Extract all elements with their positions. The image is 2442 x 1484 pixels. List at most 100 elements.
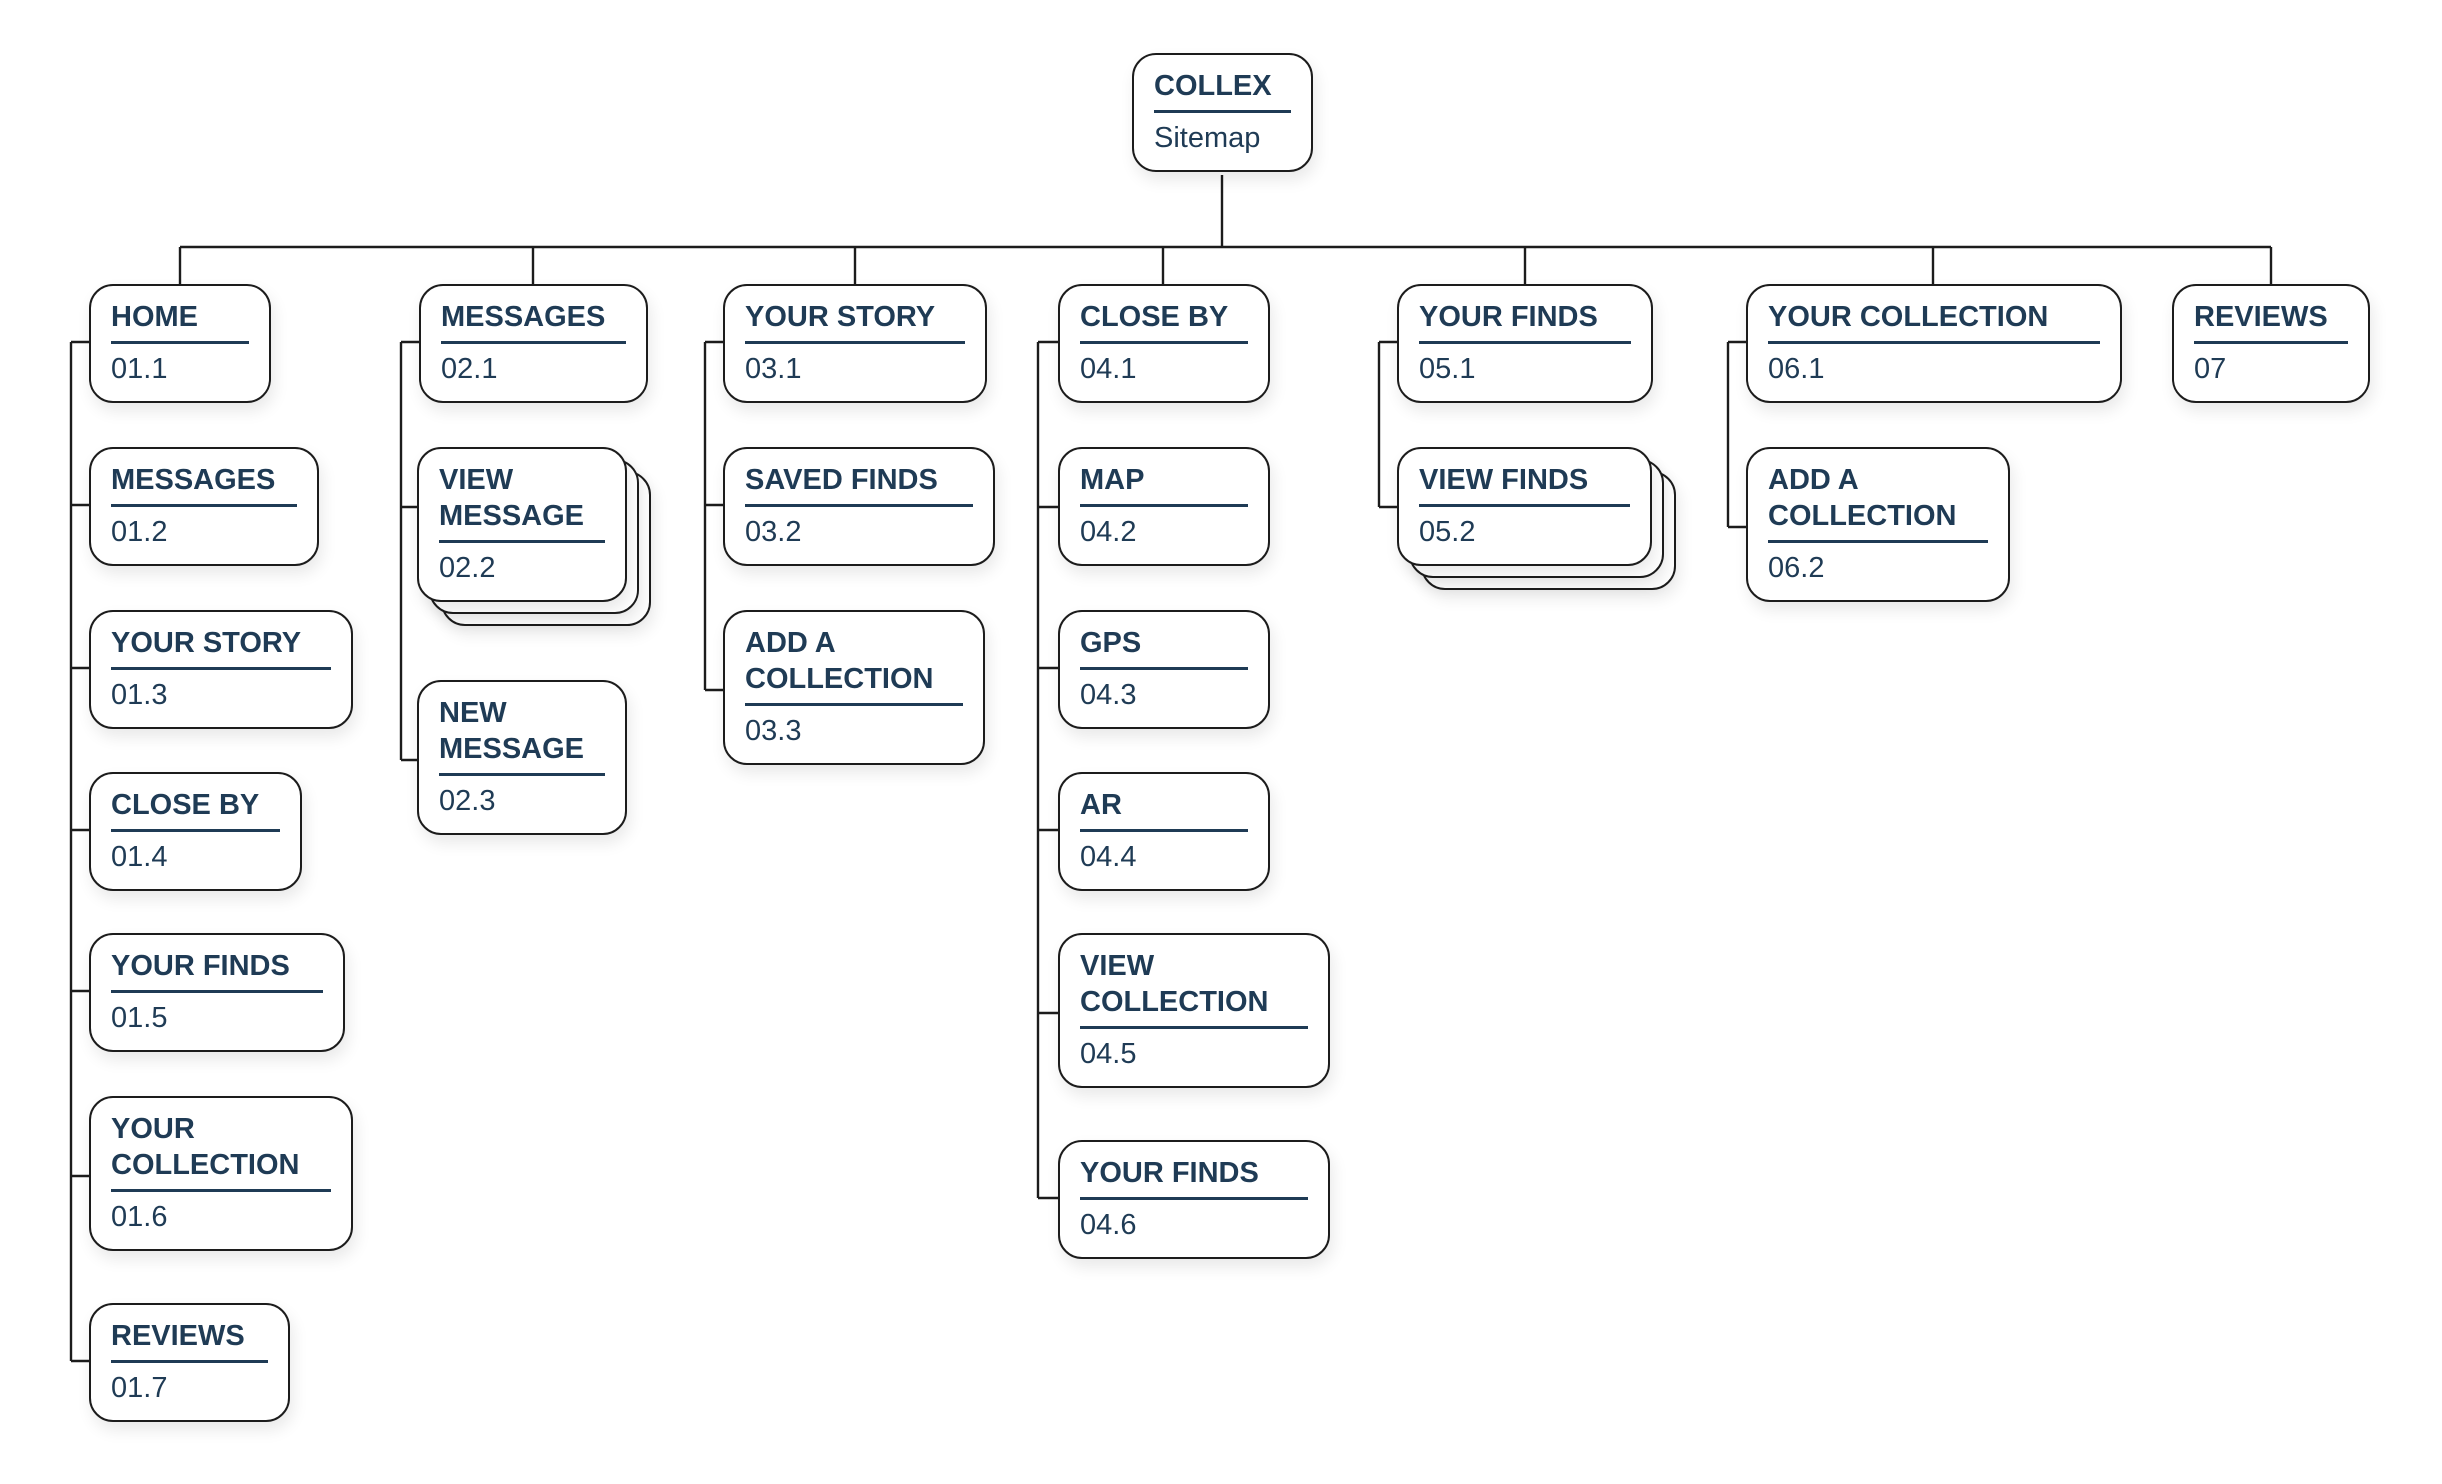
node-title: MESSAGES bbox=[441, 301, 606, 333]
node-number: 06.1 bbox=[1768, 353, 1825, 385]
node-04-5: VIEW COLLECTION 04.5 bbox=[1058, 933, 1330, 1088]
node-number: 04.5 bbox=[1080, 1038, 1137, 1070]
node-number: 04.1 bbox=[1080, 353, 1137, 385]
node-title: HOME bbox=[111, 301, 198, 333]
node-01-2: MESSAGES 01.2 bbox=[89, 447, 319, 566]
node-06-2: ADD A COLLECTION 06.2 bbox=[1746, 447, 2010, 602]
title-underline bbox=[745, 703, 963, 706]
node-title: VIEW MESSAGE bbox=[439, 464, 585, 532]
title-underline bbox=[111, 341, 249, 344]
node-title: YOUR STORY bbox=[745, 301, 936, 333]
title-underline bbox=[1419, 504, 1630, 507]
title-underline bbox=[1080, 341, 1248, 344]
title-underline bbox=[1768, 540, 1988, 543]
node-02-1: MESSAGES 02.1 bbox=[419, 284, 648, 403]
root-card: COLLEX Sitemap bbox=[1132, 53, 1313, 172]
node-number: 04.4 bbox=[1080, 841, 1137, 873]
node-title: MESSAGES bbox=[111, 464, 276, 496]
title-underline bbox=[439, 773, 605, 776]
node-title: YOUR FINDS bbox=[111, 950, 290, 982]
title-underline bbox=[1768, 341, 2100, 344]
node-04-1: CLOSE BY 04.1 bbox=[1058, 284, 1270, 403]
node-04-3: GPS 04.3 bbox=[1058, 610, 1270, 729]
node-number: 03.3 bbox=[745, 715, 802, 747]
node-number: 04.6 bbox=[1080, 1209, 1137, 1241]
node-number: 01.7 bbox=[111, 1372, 168, 1404]
node-03-1: YOUR STORY 03.1 bbox=[723, 284, 987, 403]
node-number: 04.3 bbox=[1080, 679, 1137, 711]
node-number: 02.3 bbox=[439, 785, 496, 817]
node-title: YOUR COLLECTION bbox=[1768, 301, 2049, 333]
node-05-1: YOUR FINDS 05.1 bbox=[1397, 284, 1653, 403]
node-title: ADD A COLLECTION bbox=[1768, 464, 1957, 532]
node-number: 05.1 bbox=[1419, 353, 1476, 385]
node-01-6: YOUR COLLECTION 01.6 bbox=[89, 1096, 353, 1251]
node-number: 06.2 bbox=[1768, 552, 1825, 584]
node-02-2: VIEW MESSAGE 02.2 bbox=[417, 447, 651, 626]
node-number: 05.2 bbox=[1419, 516, 1476, 548]
node-title: NEW MESSAGE bbox=[439, 697, 585, 765]
node-title: YOUR FINDS bbox=[1419, 301, 1598, 333]
node-01-5: YOUR FINDS 01.5 bbox=[89, 933, 345, 1052]
node-number: 01.5 bbox=[111, 1002, 168, 1034]
title-underline bbox=[111, 504, 297, 507]
node-01-1: HOME 01.1 bbox=[89, 284, 271, 403]
node-number: 01.2 bbox=[111, 516, 168, 548]
title-underline bbox=[441, 341, 626, 344]
node-title: YOUR COLLECTION bbox=[111, 1113, 300, 1181]
node-number: 02.1 bbox=[441, 353, 498, 385]
node-number: 01.3 bbox=[111, 679, 168, 711]
node-root: COLLEX Sitemap bbox=[1132, 53, 1313, 172]
node-title: REVIEWS bbox=[111, 1320, 245, 1352]
node-number: 03.1 bbox=[745, 353, 802, 385]
node-number: 01.6 bbox=[111, 1201, 168, 1233]
node-number: 03.2 bbox=[745, 516, 802, 548]
node-title: GPS bbox=[1080, 627, 1142, 659]
node-02-3: NEW MESSAGE 02.3 bbox=[417, 680, 627, 835]
node-06-1: YOUR COLLECTION 06.1 bbox=[1746, 284, 2122, 403]
title-underline bbox=[1080, 829, 1248, 832]
node-title: ADD A COLLECTION bbox=[745, 627, 934, 695]
node-title: YOUR FINDS bbox=[1080, 1157, 1259, 1189]
node-title: MAP bbox=[1080, 464, 1145, 496]
node-title: SAVED FINDS bbox=[745, 464, 938, 496]
node-04-4: AR 04.4 bbox=[1058, 772, 1270, 891]
node-01-3: YOUR STORY 01.3 bbox=[89, 610, 353, 729]
node-title: CLOSE BY bbox=[111, 789, 260, 821]
title-underline bbox=[745, 504, 973, 507]
node-01-7: REVIEWS 01.7 bbox=[89, 1303, 290, 1422]
node-title: AR bbox=[1080, 789, 1122, 821]
node-07: REVIEWS 07 bbox=[2172, 284, 2370, 403]
title-underline bbox=[111, 667, 331, 670]
title-underline bbox=[111, 829, 280, 832]
title-underline bbox=[1080, 667, 1248, 670]
title-underline bbox=[745, 341, 965, 344]
title-underline bbox=[111, 990, 323, 993]
node-01-4: CLOSE BY 01.4 bbox=[89, 772, 302, 891]
root-title: COLLEX bbox=[1154, 70, 1272, 102]
title-underline bbox=[439, 540, 605, 543]
node-03-2: SAVED FINDS 03.2 bbox=[723, 447, 995, 566]
title-underline bbox=[1419, 341, 1631, 344]
title-underline bbox=[111, 1360, 268, 1363]
title-underline bbox=[1080, 1026, 1308, 1029]
title-underline bbox=[111, 1189, 331, 1192]
node-title: YOUR STORY bbox=[111, 627, 302, 659]
node-title: REVIEWS bbox=[2194, 301, 2328, 333]
title-underline bbox=[1154, 110, 1291, 113]
node-number: 01.4 bbox=[111, 841, 168, 873]
node-number: 07 bbox=[2194, 353, 2227, 385]
node-04-6: YOUR FINDS 04.6 bbox=[1058, 1140, 1330, 1259]
root-subtitle: Sitemap bbox=[1154, 122, 1261, 154]
node-title: VIEW COLLECTION bbox=[1080, 950, 1269, 1018]
title-underline bbox=[1080, 1197, 1308, 1200]
node-number: 02.2 bbox=[439, 552, 496, 584]
node-04-2: MAP 04.2 bbox=[1058, 447, 1270, 566]
node-number: 04.2 bbox=[1080, 516, 1137, 548]
node-03-3: ADD A COLLECTION 03.3 bbox=[723, 610, 985, 765]
node-title: CLOSE BY bbox=[1080, 301, 1229, 333]
node-number: 01.1 bbox=[111, 353, 168, 385]
